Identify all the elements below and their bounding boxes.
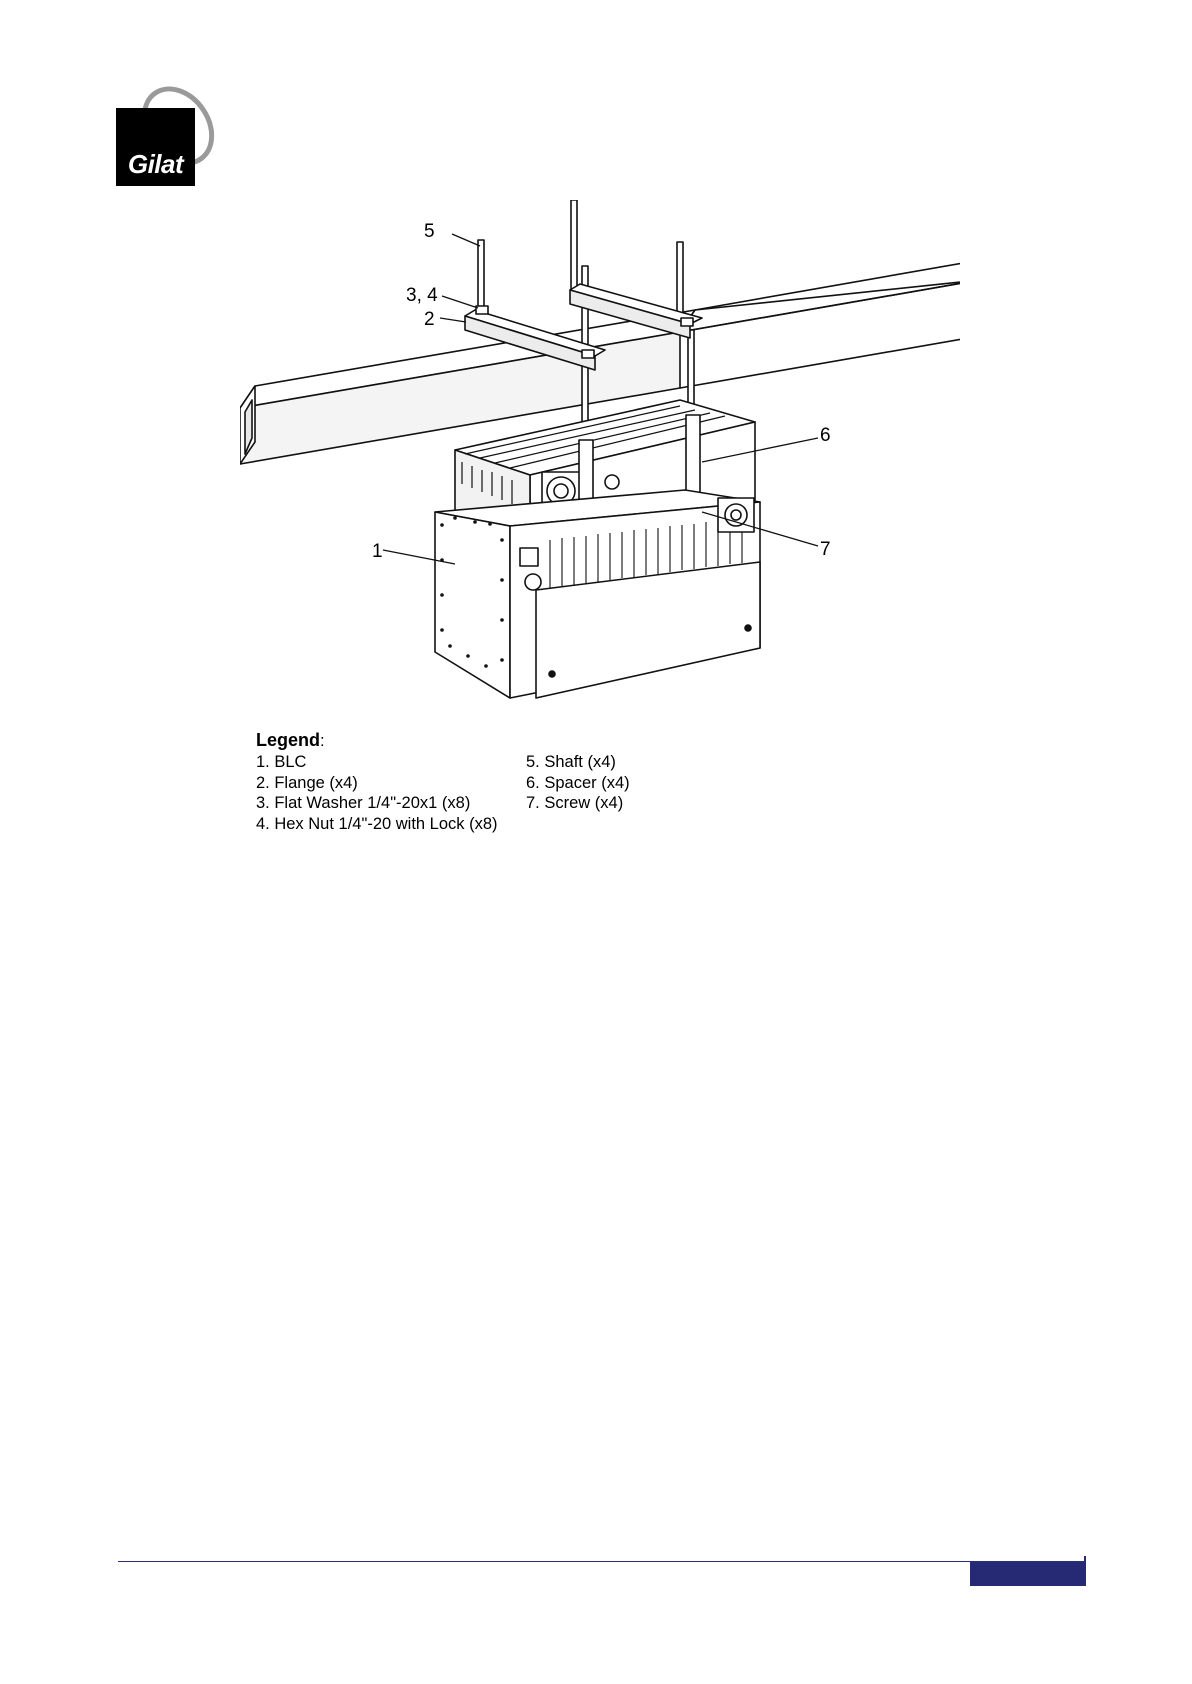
company-logo: Gilat	[116, 76, 226, 186]
legend-item: 2. Flange (x4)	[256, 773, 526, 794]
footer-rule	[118, 1561, 1086, 1562]
leader-5	[452, 234, 480, 246]
legend-title: Legend	[256, 730, 320, 750]
legend-heading: Legend:	[256, 730, 776, 752]
shaft-right	[677, 242, 683, 322]
legend-item: 6. Spacer (x4)	[526, 773, 776, 794]
footer-page-tab	[970, 1562, 1084, 1586]
legend-column-left: 1. BLC 2. Flange (x4) 3. Flat Washer 1/4…	[256, 752, 526, 834]
callout-1: 1	[372, 542, 383, 561]
legend-item: 5. Shaft (x4)	[526, 752, 776, 773]
legend-item: 3. Flat Washer 1/4"-20x1 (x8)	[256, 793, 526, 814]
legend-column-right: 5. Shaft (x4) 6. Spacer (x4) 7. Screw (x…	[526, 752, 776, 834]
callout-3-4: 3, 4	[406, 286, 438, 305]
footer-tab-edge	[1084, 1556, 1086, 1586]
legend-item: 7. Screw (x4)	[526, 793, 776, 814]
leader-2	[440, 318, 466, 322]
callout-7: 7	[820, 540, 831, 559]
logo-text: Gilat	[116, 108, 195, 186]
figure-legend: Legend: 1. BLC 2. Flange (x4) 3. Flat Wa…	[256, 730, 776, 834]
blc-body-left	[435, 512, 510, 698]
callout-5: 5	[424, 222, 435, 241]
shaft-back	[571, 200, 577, 295]
callout-2: 2	[424, 310, 435, 329]
legend-item: 1. BLC	[256, 752, 526, 773]
leader-34	[442, 296, 478, 308]
callout-6: 6	[820, 426, 831, 445]
legend-item: 4. Hex Nut 1/4"-20 with Lock (x8)	[256, 814, 526, 835]
blc-mounting-illustration	[240, 200, 960, 740]
legend-colon: :	[320, 732, 325, 750]
shaft-left	[478, 240, 484, 316]
legend-columns: 1. BLC 2. Flange (x4) 3. Flat Washer 1/4…	[256, 752, 776, 834]
